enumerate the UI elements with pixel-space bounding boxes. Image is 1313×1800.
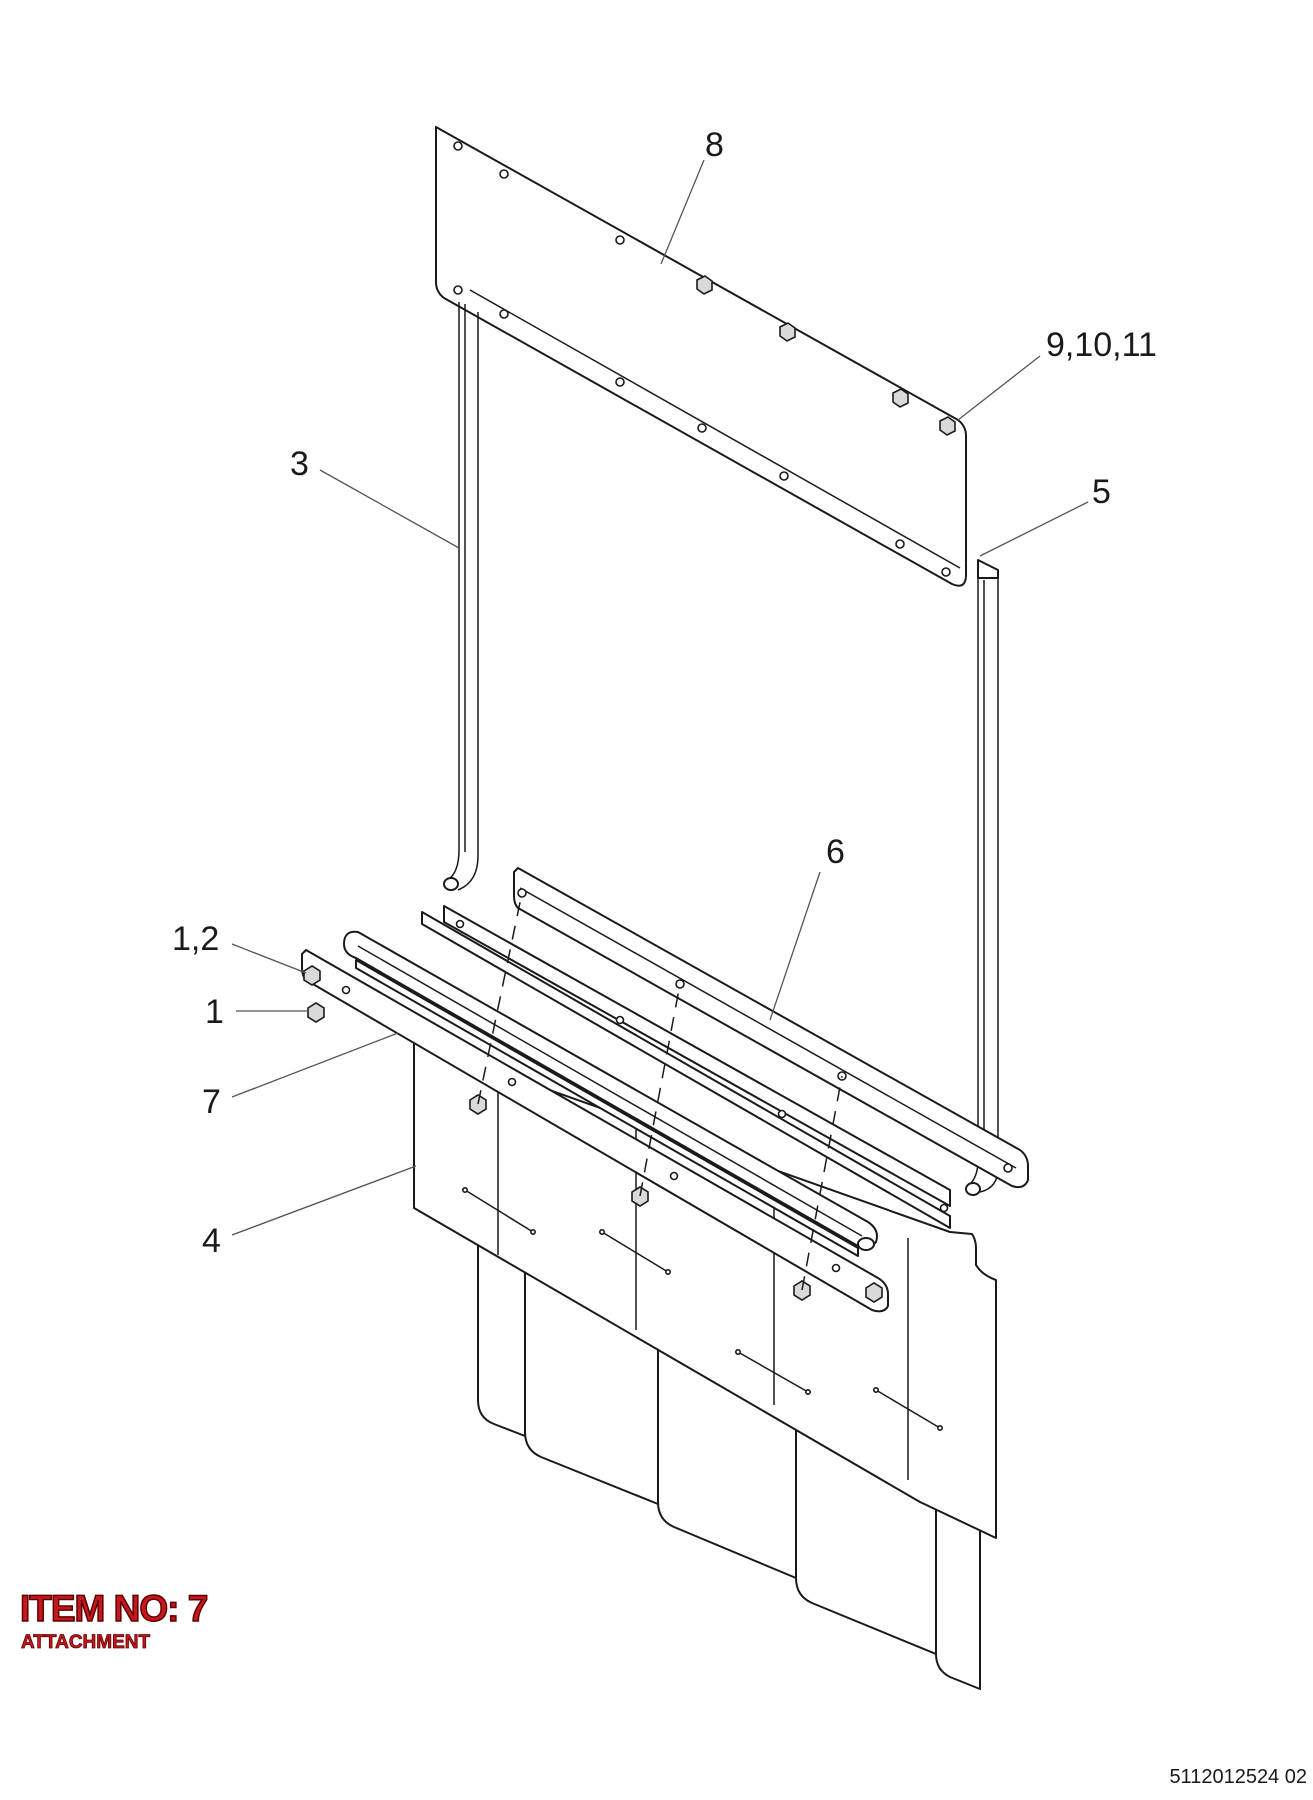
callout-4: 4 bbox=[202, 1222, 221, 1260]
assembly-lines bbox=[477, 892, 843, 1291]
callout-1-2: 1,2 bbox=[172, 920, 219, 958]
left-hanger-rod-part-3 bbox=[443, 302, 479, 891]
drawing-number: 5112012524 02 bbox=[1169, 1766, 1307, 1788]
callout-labels: 8 9,10,11 3 5 6 1,2 1 7 4 bbox=[172, 126, 1157, 1260]
leader-lines bbox=[231, 159, 1089, 1236]
plate-bolts bbox=[696, 275, 956, 436]
front-clamp-strip bbox=[301, 911, 951, 1313]
right-hanger-rod-part-5 bbox=[965, 559, 999, 1196]
callout-6: 6 bbox=[826, 833, 845, 871]
rubber-flap-part-4 bbox=[412, 1041, 997, 1690]
plate-holes bbox=[453, 141, 951, 577]
callout-1: 1 bbox=[205, 993, 224, 1031]
callout-8: 8 bbox=[705, 126, 724, 164]
front-hanger-bar-part-7 bbox=[343, 930, 878, 1257]
back-bar-studs bbox=[517, 888, 1013, 1173]
fasteners bbox=[303, 965, 883, 1303]
back-clamp-bar-part-6 bbox=[443, 867, 1029, 1207]
callout-7: 7 bbox=[202, 1083, 221, 1121]
item-subtitle: ATTACHMENT bbox=[21, 1632, 151, 1654]
callout-9-10-11: 9,10,11 bbox=[1046, 326, 1157, 364]
strip-holes bbox=[455, 919, 949, 1213]
top-mounting-plate-part-8 bbox=[435, 125, 967, 587]
callout-5: 5 bbox=[1092, 473, 1111, 511]
callout-3: 3 bbox=[290, 445, 309, 483]
item-number-title: ITEM NO: 7 bbox=[19, 1587, 209, 1630]
